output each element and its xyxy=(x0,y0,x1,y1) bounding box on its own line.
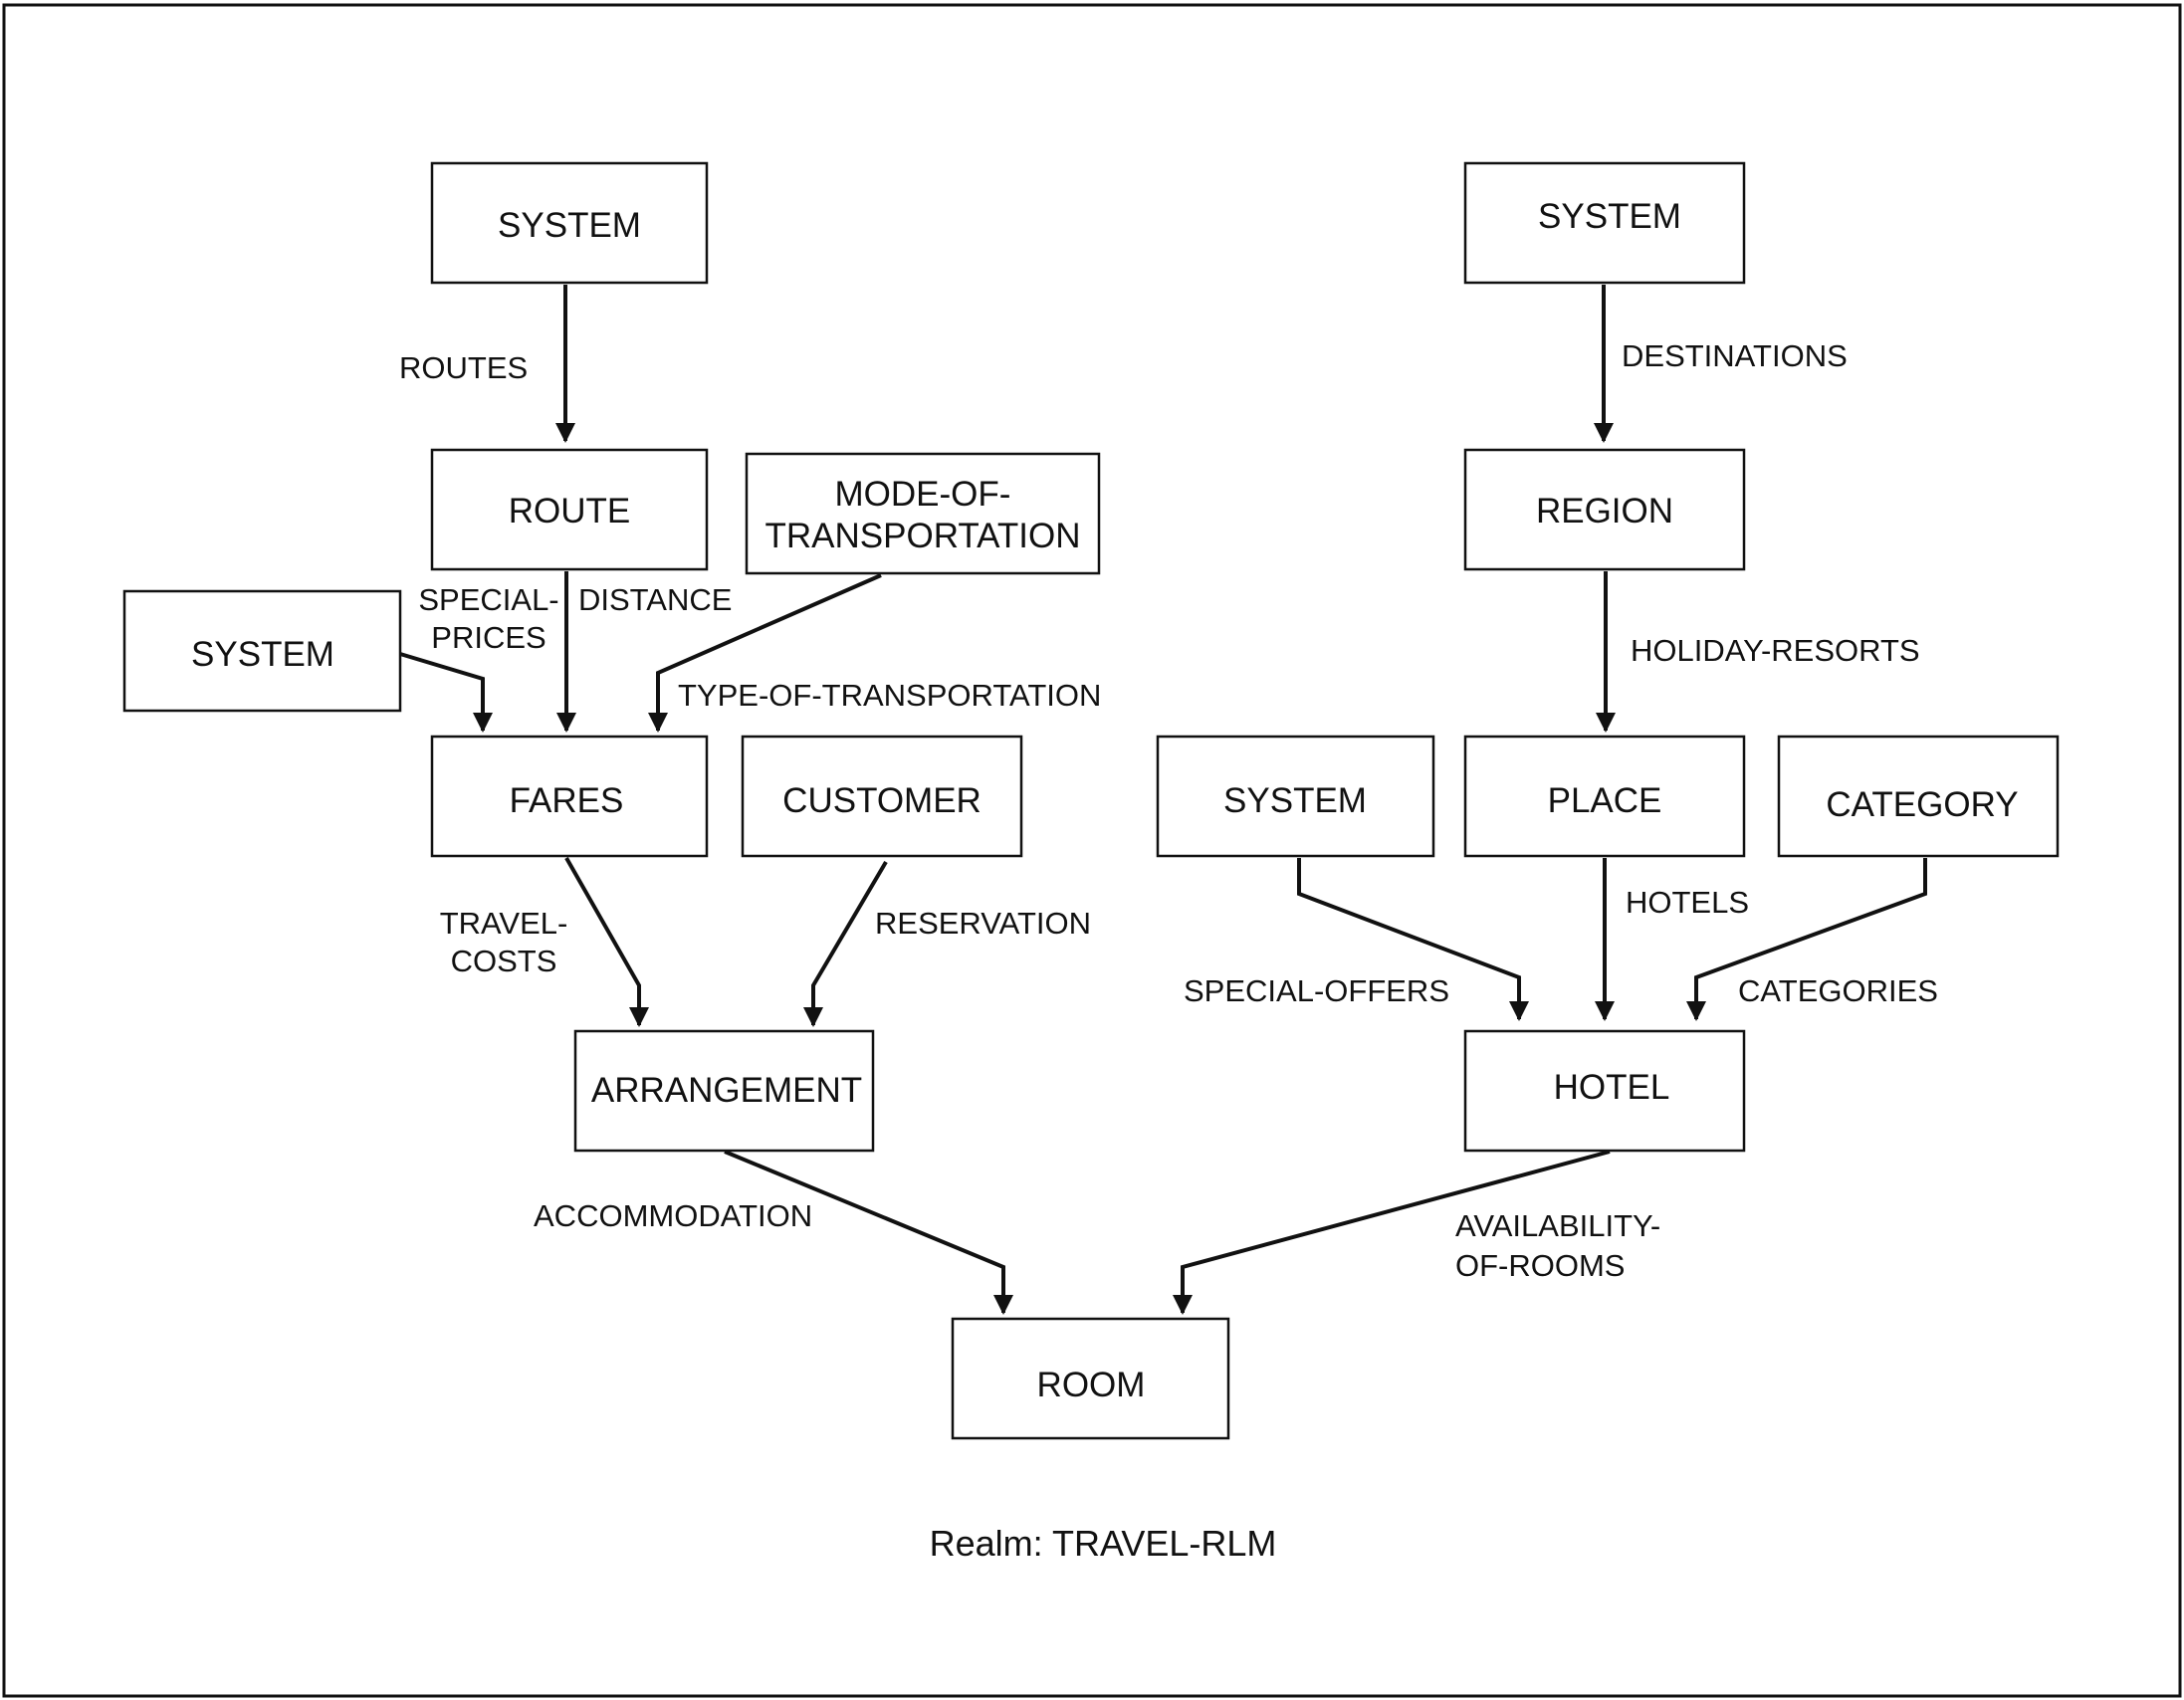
edge-accommodation xyxy=(724,1150,1013,1315)
text-line: ROOM xyxy=(1037,1366,1146,1404)
node-category: CATEGORY xyxy=(1777,735,2060,858)
node-label-mode-of-transportation: MODE-OF-TRANSPORTATION xyxy=(765,475,1081,555)
edge-label-holiday-resorts: HOLIDAY-RESORTS xyxy=(1631,633,1920,668)
text-line: DISTANCE xyxy=(578,582,732,617)
edge-reservation xyxy=(803,860,888,1027)
edge-type-of-transportation xyxy=(648,573,882,733)
node-label-fares: FARES xyxy=(510,781,624,820)
edge-label-special-offers: SPECIAL-OFFERS xyxy=(1184,973,1449,1008)
text-line: DESTINATIONS xyxy=(1622,338,1848,373)
text-line: CATEGORIES xyxy=(1738,973,1938,1008)
edge-label-special-prices: SPECIAL-PRICES xyxy=(418,582,558,655)
edge-label-routes: ROUTES xyxy=(399,350,528,385)
text-line: FARES xyxy=(510,781,624,820)
text-line: SYSTEM xyxy=(191,635,334,674)
text-line: ROUTE xyxy=(509,492,631,531)
diagram-frame xyxy=(2,3,2182,1698)
text-line: ROUTES xyxy=(399,350,528,385)
text-line: SYSTEM xyxy=(1223,781,1367,820)
node-label-system-mid-right: SYSTEM xyxy=(1223,781,1367,820)
text-line: HOLIDAY-RESORTS xyxy=(1631,633,1920,668)
node-system-top-right: SYSTEM xyxy=(1463,161,1746,285)
text-line: TYPE-OF-TRANSPORTATION xyxy=(678,678,1101,713)
edge-label-type-of-transportation: TYPE-OF-TRANSPORTATION xyxy=(678,678,1101,713)
node-fares: FARES xyxy=(430,735,709,858)
node-label-hotel: HOTEL xyxy=(1554,1068,1670,1107)
edge-label-reservation: RESERVATION xyxy=(875,906,1091,941)
edge-label-hotels: HOTELS xyxy=(1626,885,1749,920)
text-line: MODE-OF- xyxy=(835,475,1011,514)
node-system-mid-right: SYSTEM xyxy=(1156,735,1435,858)
edge-special-prices xyxy=(399,652,493,733)
edge-special-offers xyxy=(1297,858,1529,1021)
node-customer: CUSTOMER xyxy=(741,735,1023,858)
node-arrangement: ARRANGEMENT xyxy=(573,1029,875,1153)
text-line: RESERVATION xyxy=(875,906,1091,941)
text-line: PLACE xyxy=(1548,781,1662,820)
edges xyxy=(399,285,1927,1315)
edge-label-accommodation: ACCOMMODATION xyxy=(534,1198,812,1233)
text-line: PRICES xyxy=(431,620,546,655)
node-label-place: PLACE xyxy=(1548,781,1662,820)
text-line: AVAILABILITY- xyxy=(1455,1208,1660,1243)
text-line: SYSTEM xyxy=(498,206,641,245)
node-system-mid-left: SYSTEM xyxy=(122,589,402,713)
node-label-system-mid-left: SYSTEM xyxy=(191,635,334,674)
text-line: OF-ROOMS xyxy=(1455,1248,1626,1283)
node-label-arrangement: ARRANGEMENT xyxy=(591,1071,862,1110)
node-label-route: ROUTE xyxy=(509,492,631,531)
node-mode-of-transportation: MODE-OF-TRANSPORTATION xyxy=(745,452,1101,575)
text-line: CATEGORY xyxy=(1826,785,2018,824)
edge-label-distance: DISTANCE xyxy=(578,582,732,617)
text-line: ARRANGEMENT xyxy=(591,1071,862,1110)
edge-labels: ROUTES DISTANCE SPECIAL-PRICES TYPE-OF-T… xyxy=(399,338,1938,1283)
edge-categories xyxy=(1686,858,1927,1021)
node-route: ROUTE xyxy=(430,448,709,571)
text-line: COSTS xyxy=(451,944,557,978)
nodes: SYSTEM ROUTE MODE-OF-TRANSPORTATION SYST… xyxy=(122,161,2060,1440)
edge-label-destinations: DESTINATIONS xyxy=(1622,338,1848,373)
text-line: TRAVEL- xyxy=(440,906,568,941)
edge-label-categories: CATEGORIES xyxy=(1738,973,1938,1008)
node-system-top-left: SYSTEM xyxy=(430,161,709,285)
text-line: ACCOMMODATION xyxy=(534,1198,812,1233)
edge-label-availability-of-rooms: AVAILABILITY- OF-ROOMS xyxy=(1455,1208,1660,1283)
text-line: HOTELS xyxy=(1626,885,1749,920)
text-line: TRANSPORTATION xyxy=(765,517,1081,555)
edge-travel-costs xyxy=(564,857,649,1027)
text-line: CUSTOMER xyxy=(782,781,982,820)
text-line: SPECIAL- xyxy=(418,582,558,617)
edge-label-travel-costs: TRAVEL-COSTS xyxy=(440,906,568,978)
diagram-caption: Realm: TRAVEL-RLM xyxy=(930,1523,1277,1564)
node-place: PLACE xyxy=(1463,735,1746,858)
node-label-customer: CUSTOMER xyxy=(782,781,982,820)
text-line: SYSTEM xyxy=(1538,197,1681,236)
node-label-system-top-right: SYSTEM xyxy=(1538,197,1681,236)
node-region: REGION xyxy=(1463,448,1746,571)
node-label-system-top-left: SYSTEM xyxy=(498,206,641,245)
node-label-category: CATEGORY xyxy=(1826,785,2018,824)
node-hotel: HOTEL xyxy=(1463,1029,1746,1153)
edge-availability-of-rooms xyxy=(1173,1150,1611,1315)
node-room: ROOM xyxy=(951,1317,1230,1440)
node-label-region: REGION xyxy=(1536,492,1673,531)
node-label-room: ROOM xyxy=(1037,1366,1146,1404)
text-line: REGION xyxy=(1536,492,1673,531)
text-line: SPECIAL-OFFERS xyxy=(1184,973,1449,1008)
text-line: HOTEL xyxy=(1554,1068,1670,1107)
